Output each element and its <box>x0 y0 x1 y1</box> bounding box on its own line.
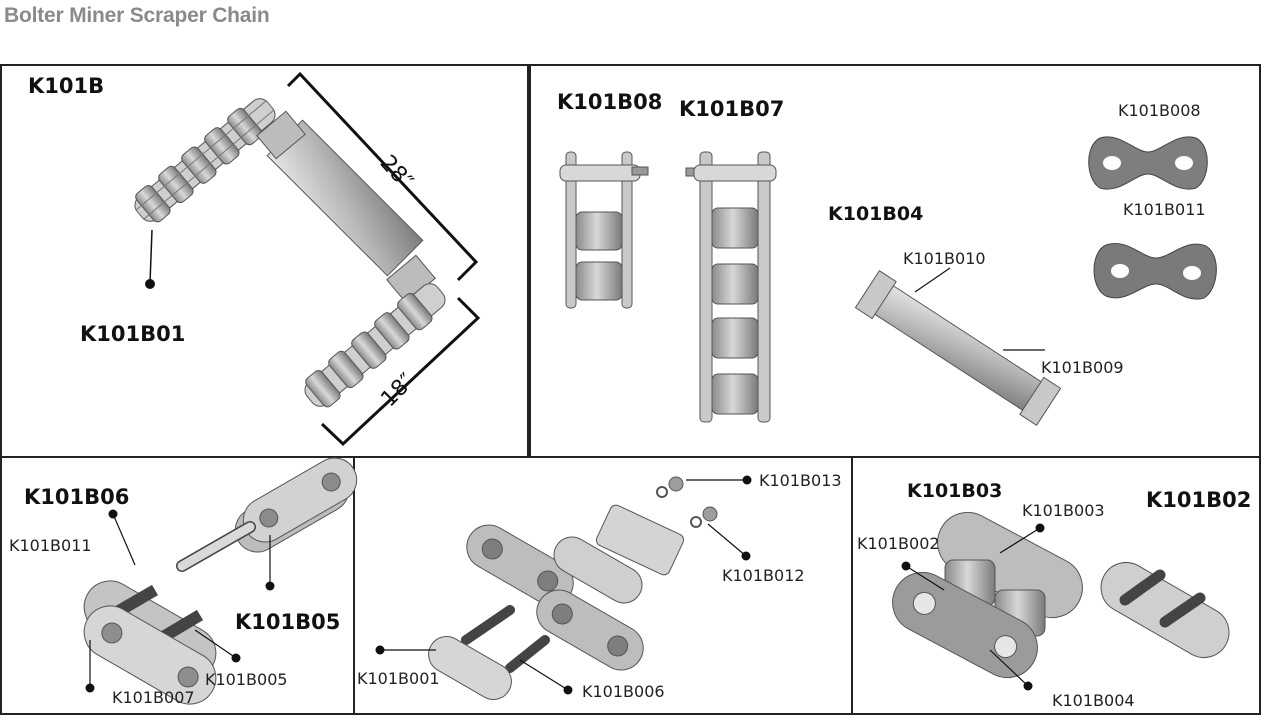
label-k101b013: K101B013 <box>759 471 842 490</box>
label-k101b012: K101B012 <box>722 566 805 585</box>
label-k101b010: K101B010 <box>903 249 986 268</box>
label-k101b05: K101B05 <box>235 610 341 634</box>
label-k101b003: K101B003 <box>1022 501 1105 520</box>
label-k101b: K101B <box>28 74 105 98</box>
label-k101b004: K101B004 <box>1052 691 1135 710</box>
label-k101b02: K101B02 <box>1146 488 1252 512</box>
page-title: Bolter Miner Scraper Chain <box>4 4 270 27</box>
label-k101b011-bottom: K101B011 <box>9 536 92 555</box>
label-k101b001: K101B001 <box>357 669 440 688</box>
connector-links-drawing <box>559 136 1217 426</box>
pin-link-drawing <box>83 457 358 705</box>
exploded-view-drawing <box>375 475 752 700</box>
label-k101b005: K101B005 <box>205 670 288 689</box>
label-k101b006: K101B006 <box>582 682 665 701</box>
label-k101b06: K101B06 <box>24 485 130 509</box>
label-k101b008: K101B008 <box>1118 101 1201 120</box>
label-k101b07: K101B07 <box>679 97 785 121</box>
roller-links-drawing <box>892 511 1230 691</box>
label-k101b011-top: K101B011 <box>1123 200 1206 219</box>
label-k101b08: K101B08 <box>557 90 663 114</box>
label-k101b04: K101B04 <box>828 203 924 225</box>
label-k101b002: K101B002 <box>857 534 940 553</box>
panel-roller-links <box>851 456 1261 715</box>
label-k101b009: K101B009 <box>1041 358 1124 377</box>
label-k101b007: K101B007 <box>112 688 195 707</box>
label-k101b03: K101B03 <box>907 480 1003 502</box>
label-k101b01: K101B01 <box>80 322 186 346</box>
scraper-chain-assembly-drawing <box>134 71 481 447</box>
